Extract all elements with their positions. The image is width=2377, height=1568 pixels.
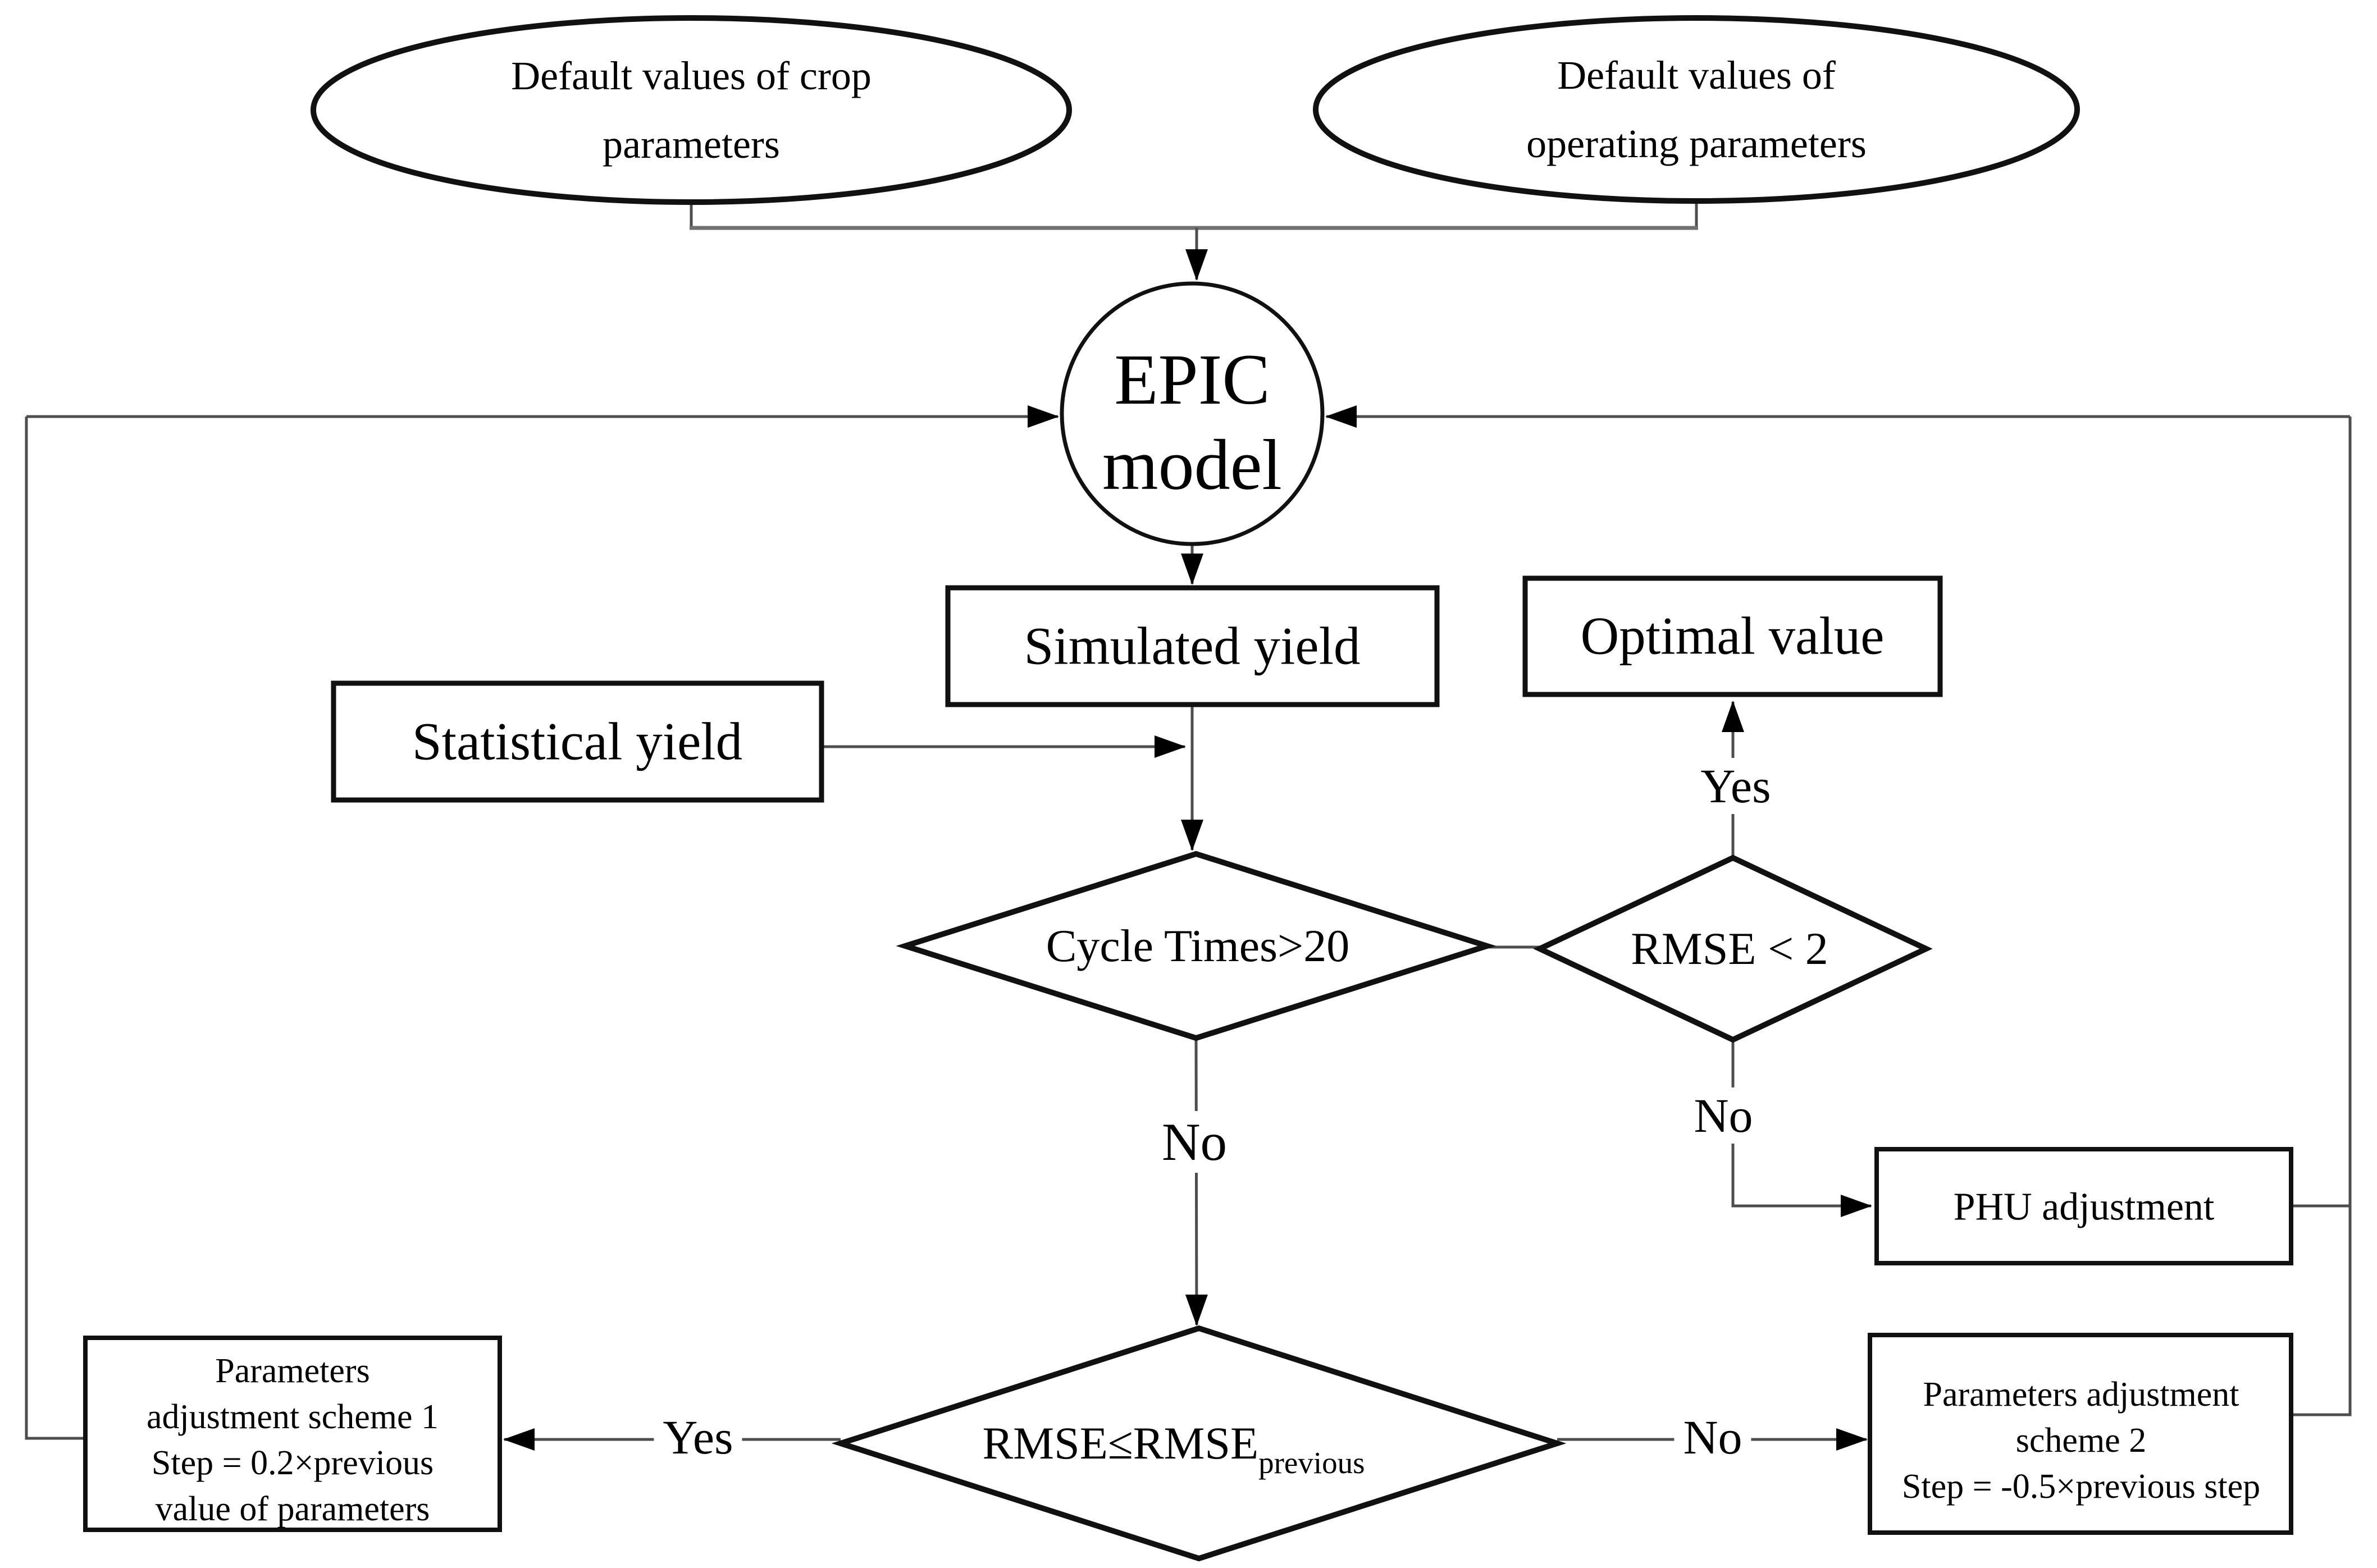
- optimal-value-label: Optimal value: [1580, 606, 1885, 666]
- rmse-yes-label: Yes: [1691, 758, 1780, 814]
- simulated-yield-box: [945, 585, 1440, 707]
- crop-defaults-ellipse: [311, 15, 1072, 205]
- scheme1-box: [83, 1336, 502, 1532]
- previous-no-label: No: [1674, 1409, 1751, 1465]
- scheme1-label: Parameters adjustment scheme 1 Step = 0.…: [147, 1352, 439, 1528]
- epic-model-label: EPIC model: [1102, 340, 1282, 505]
- scheme2-box: [1868, 1333, 2293, 1535]
- edge-right-feedback: [2291, 417, 2352, 1416]
- previous-yes-label: Yes: [654, 1409, 742, 1465]
- rmse-previous-diamond: [831, 1325, 1567, 1562]
- optimal-value-box: [1522, 575, 1943, 697]
- operating-defaults-label: Default values of operating parameters: [1526, 53, 1867, 166]
- cycle-times-label: Cycle Times>20: [1046, 920, 1350, 971]
- edge-cycle-no-to-previous: [1185, 1037, 1208, 1326]
- rmse-previous-label: RMSE≤RMSEprevious: [982, 1417, 1365, 1480]
- cycle-no-label: No: [1152, 1111, 1237, 1173]
- statistical-yield-box: [331, 680, 824, 803]
- rmse-no-label: No: [1685, 1087, 1762, 1144]
- phu-adjustment-label: PHU adjustment: [1953, 1185, 2215, 1229]
- crop-defaults-label: Default values of crop parameters: [511, 53, 872, 167]
- operating-defaults-ellipse: [1313, 15, 2080, 204]
- simulated-yield-label: Simulated yield: [1024, 616, 1361, 676]
- epic-model-circle: [1060, 281, 1325, 546]
- statistical-yield-label: Statistical yield: [412, 711, 743, 771]
- edge-left-feedback: [25, 417, 85, 1440]
- cycle-times-diamond: [896, 851, 1497, 1041]
- rmse-lt2-diamond: [1533, 854, 1933, 1043]
- rmse-lt2-label: RMSE < 2: [1631, 922, 1828, 974]
- rmse-previous-subscript: previous: [1258, 1445, 1365, 1480]
- phu-adjustment-box: [1874, 1147, 2293, 1265]
- scheme2-label: Parameters adjustment scheme 2 Step = -0…: [1901, 1375, 2261, 1506]
